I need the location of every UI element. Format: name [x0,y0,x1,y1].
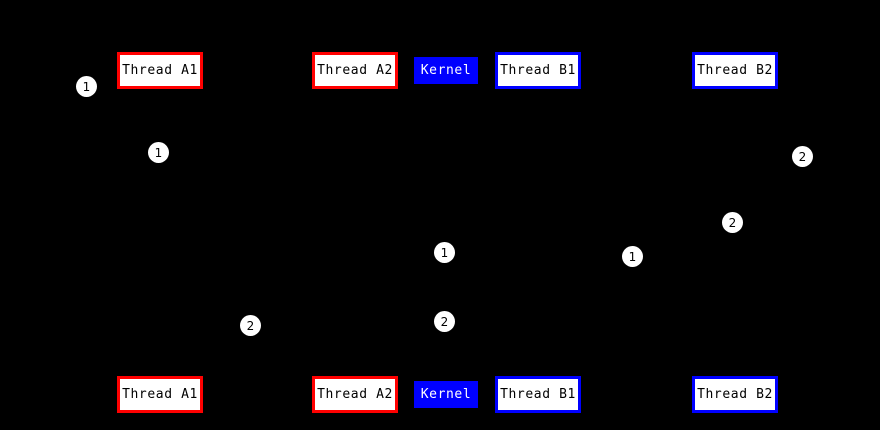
participant-box-kernel-bottom[interactable]: Kernel [414,381,478,408]
participant-label: Thread A1 [122,387,198,402]
step-number: 2 [440,314,449,329]
participant-label: Thread B2 [697,387,773,402]
participant-label: Thread B2 [697,63,773,78]
participant-box-thread-a1-top[interactable]: Thread A1 [117,52,203,89]
participant-box-thread-b1-bottom[interactable]: Thread B1 [495,376,581,413]
step-number: 1 [440,245,449,260]
step-number: 1 [82,79,91,94]
participant-box-thread-a2-top[interactable]: Thread A2 [312,52,398,89]
step-bullet-2-a: 2 [240,315,261,336]
step-bullet-1-c: 1 [434,242,455,263]
step-bullet-2-c: 2 [722,212,743,233]
step-number: 2 [728,215,737,230]
lifeline-kernel [446,84,447,381]
participant-label: Thread A2 [317,63,393,78]
step-bullet-2-b: 2 [434,311,455,332]
step-bullet-1-b: 1 [148,142,169,163]
participant-label: Kernel [420,63,472,78]
participant-box-thread-a1-bottom[interactable]: Thread A1 [117,376,203,413]
step-number: 2 [798,149,807,164]
step-number: 1 [154,145,163,160]
participant-label: Thread A1 [122,63,198,78]
lifeline-thread-b1 [538,89,539,376]
lifeline-thread-a2 [355,89,356,376]
participant-label: Thread A2 [317,387,393,402]
participant-box-thread-b2-bottom[interactable]: Thread B2 [692,376,778,413]
step-number: 2 [246,318,255,333]
participant-box-thread-b1-top[interactable]: Thread B1 [495,52,581,89]
step-bullet-1-a: 1 [76,76,97,97]
participant-box-thread-b2-top[interactable]: Thread B2 [692,52,778,89]
step-bullet-1-d: 1 [622,246,643,267]
participant-label: Kernel [420,387,472,402]
participant-label: Thread B1 [500,63,576,78]
participant-box-thread-a2-bottom[interactable]: Thread A2 [312,376,398,413]
lifeline-thread-a1 [160,89,161,376]
step-bullet-2-d: 2 [792,146,813,167]
participant-label: Thread B1 [500,387,576,402]
step-number: 1 [628,249,637,264]
participant-box-kernel-top[interactable]: Kernel [414,57,478,84]
